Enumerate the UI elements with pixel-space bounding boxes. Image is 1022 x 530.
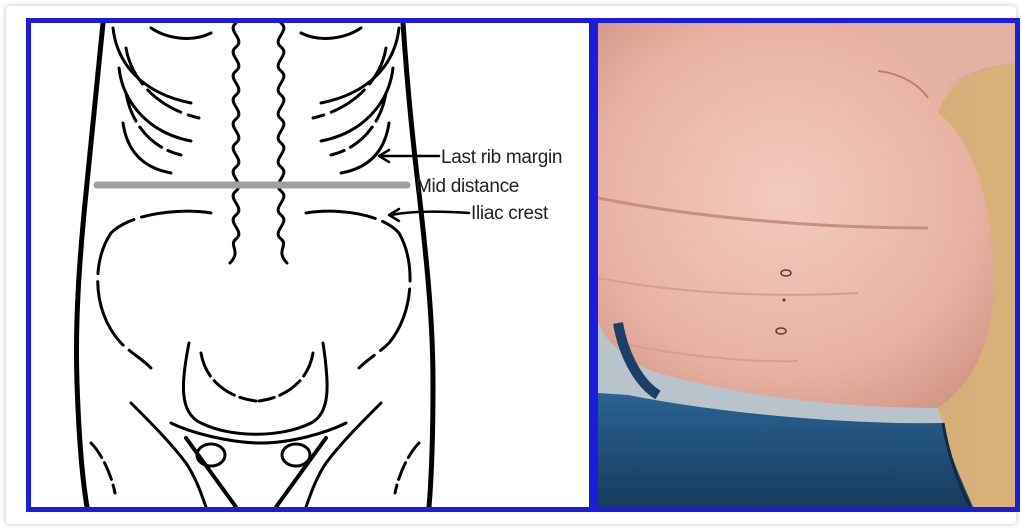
sacrum <box>183 343 327 434</box>
spine-left <box>230 23 239 263</box>
anatomy-diagram <box>31 23 589 507</box>
iliac-crest-arrow <box>391 212 469 215</box>
iliac-crest-label: Iliac crest <box>471 203 548 225</box>
last-rib-margin-label: Last rib margin <box>441 147 562 169</box>
abdomen-photo <box>598 23 1015 507</box>
mid-distance-label: Mid distance <box>416 176 519 198</box>
iliac-wing-left <box>98 211 211 368</box>
ribs-right <box>301 28 399 173</box>
iliac-wing-right <box>306 211 410 368</box>
ribs-left <box>113 28 211 173</box>
body-outline-right <box>403 23 433 507</box>
femoral-head-left <box>197 444 225 466</box>
abdomen-photo-panel <box>598 23 1015 507</box>
spine-right <box>278 23 287 263</box>
anatomy-diagram-panel: Last rib margin Mid distance Iliac crest <box>31 23 589 507</box>
